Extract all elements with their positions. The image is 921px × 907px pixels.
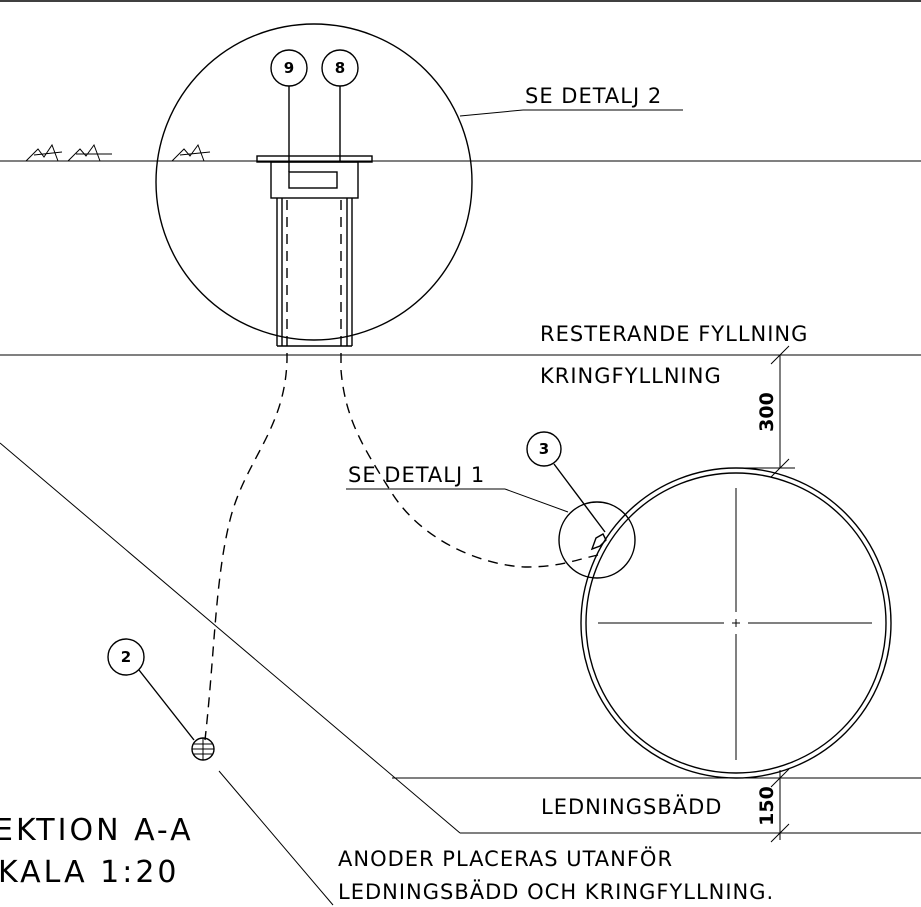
anode-cable — [204, 200, 288, 741]
section-scale: KALA 1:20 — [0, 855, 180, 890]
detail2-circle — [155, 23, 473, 341]
callout-9: 9 — [270, 49, 308, 172]
pipe-cable — [340, 200, 599, 568]
callout-3: 3 — [526, 431, 606, 533]
detail1-label: SE DETALJ 1 — [346, 463, 569, 513]
cable-clamp — [590, 533, 607, 551]
dimension-cover: 300 — [738, 345, 795, 478]
main-pipe — [580, 467, 892, 779]
callout-8: 8 — [321, 49, 359, 162]
grass-icon — [25, 143, 211, 162]
callout-9-label: 9 — [284, 59, 294, 77]
pipe-bed-label: LEDNINGSBÄDD — [541, 794, 722, 819]
surround-fill-label: KRINGFYLLNING — [540, 364, 722, 388]
dimension-bed-value: 150 — [756, 786, 778, 826]
detail1-text: SE DETALJ 1 — [348, 463, 485, 487]
callout-8-label: 8 — [335, 59, 345, 77]
detail2-text: SE DETALJ 2 — [525, 84, 662, 108]
detail1-circle — [558, 501, 636, 579]
anode-note-leader — [218, 770, 334, 906]
dimension-bed: 150 — [756, 768, 790, 843]
remaining-fill-label: RESTERANDE FYLLNING — [540, 322, 808, 346]
detail2-label: SE DETALJ 2 — [459, 84, 683, 117]
anode-note-line2: LEDNINGSBÄDD OCH KRINGFYLLNING. — [338, 879, 774, 904]
surface-box — [256, 155, 373, 347]
anode-icon — [191, 737, 215, 761]
callout-2: 2 — [107, 638, 195, 741]
callout-2-label: 2 — [121, 648, 131, 666]
trench-slope-line — [0, 442, 461, 834]
dimension-cover-value: 300 — [756, 392, 778, 432]
section-title: EKTION A-A — [0, 813, 194, 848]
anode-note-line1: ANODER PLACERAS UTANFÖR — [338, 846, 673, 871]
callout-3-label: 3 — [539, 440, 549, 458]
